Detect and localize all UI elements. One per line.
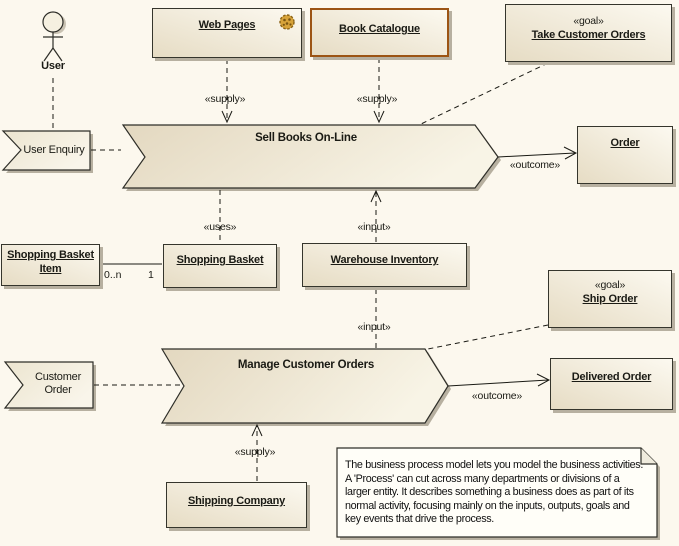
multiplicity-1: 1 xyxy=(148,269,154,281)
connector-outcome-order xyxy=(497,146,578,160)
event-user-enquiry-label: User Enquiry xyxy=(23,144,85,156)
node-ship-order-label: Ship Order xyxy=(582,293,638,305)
actor-user[interactable] xyxy=(42,11,66,62)
node-order[interactable]: Order xyxy=(577,126,673,184)
connector-goal-ship-order-to-manage xyxy=(427,324,549,350)
node-shopping-basket-item-label1: Shopping Basket xyxy=(7,249,94,261)
node-shopping-basket-label: Shopping Basket xyxy=(176,254,264,266)
node-shipping-company[interactable]: Shipping Company xyxy=(166,482,307,528)
node-shopping-basket-item[interactable]: Shopping Basket Item xyxy=(1,244,100,286)
label-input-sell: «input» xyxy=(357,221,391,233)
event-user-enquiry[interactable] xyxy=(1,130,93,173)
label-uses: «uses» xyxy=(203,221,237,233)
label-input-manage: «input» xyxy=(357,321,391,333)
label-supply-web: «supply» xyxy=(204,93,246,105)
note[interactable] xyxy=(336,447,660,540)
connector-supply-web-pages xyxy=(221,59,233,124)
goal-stereotype: «goal» xyxy=(594,279,626,291)
node-book-catalogue[interactable]: Book Catalogue xyxy=(310,8,449,57)
connector-outcome-delivered-order xyxy=(447,373,551,387)
label-supply-shipping: «supply» xyxy=(234,446,276,458)
event-customer-order[interactable] xyxy=(3,361,96,411)
label-supply-catalogue: «supply» xyxy=(356,93,398,105)
node-book-catalogue-label: Book Catalogue xyxy=(339,23,420,35)
node-order-label: Order xyxy=(610,137,640,149)
node-web-pages[interactable]: Web Pages xyxy=(152,8,302,58)
node-take-customer-orders-label: Take Customer Orders xyxy=(531,29,646,41)
multiplicity-0n: 0..n xyxy=(104,269,122,281)
event-customer-order-label2: Order xyxy=(44,384,72,396)
process-sell-books-label: Sell Books On-Line xyxy=(255,132,357,144)
event-customer-order-label: Customer Order xyxy=(25,371,91,397)
node-delivered-order-label: Delivered Order xyxy=(571,371,652,383)
label-outcome-order: «outcome» xyxy=(509,159,561,171)
node-shopping-basket[interactable]: Shopping Basket xyxy=(163,244,277,288)
event-customer-order-label1: Customer xyxy=(34,371,82,383)
connector-goal-take-orders-to-sell xyxy=(420,62,549,125)
node-goal-ship-order[interactable]: «goal» Ship Order xyxy=(548,270,672,328)
process-sell-books-online[interactable] xyxy=(121,124,501,191)
actor-user-label: User xyxy=(41,60,65,72)
node-goal-take-customer-orders[interactable]: «goal» Take Customer Orders xyxy=(505,4,672,62)
process-manage-customer-orders[interactable] xyxy=(160,348,451,426)
node-warehouse-inventory-label: Warehouse Inventory xyxy=(330,254,439,266)
goal-stereotype: «goal» xyxy=(573,15,604,27)
node-warehouse-inventory[interactable]: Warehouse Inventory xyxy=(302,243,467,287)
node-shipping-company-label: Shipping Company xyxy=(187,495,286,507)
connector-supply-book-catalogue xyxy=(373,58,385,124)
note-text: The business process model lets you mode… xyxy=(345,459,643,526)
connector-supply-shipping-company xyxy=(251,423,263,481)
web-page-icon xyxy=(278,13,296,31)
node-web-pages-label: Web Pages xyxy=(198,19,256,31)
label-outcome-delivered: «outcome» xyxy=(471,390,523,402)
process-manage-orders-label: Manage Customer Orders xyxy=(237,359,375,371)
node-delivered-order[interactable]: Delivered Order xyxy=(550,358,673,410)
connector-input-warehouse-to-sell xyxy=(370,189,382,242)
node-shopping-basket-item-label2: Item xyxy=(39,263,62,275)
